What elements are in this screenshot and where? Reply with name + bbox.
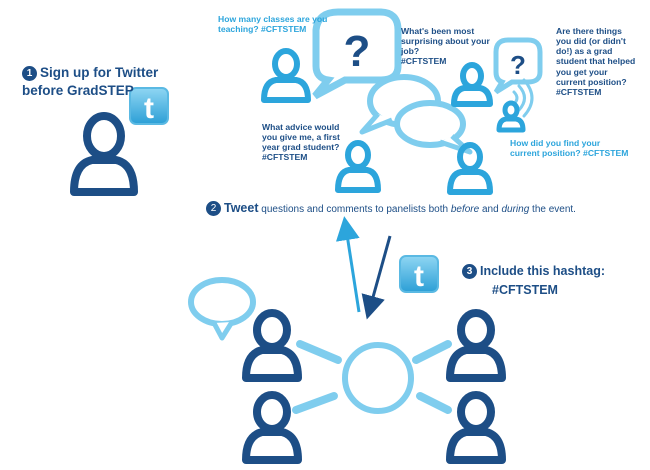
step-1-line1: Sign up for Twitter [40,65,159,80]
svg-text:t: t [144,92,154,125]
panelist-icon [242,309,302,382]
person-icon [447,142,493,195]
step-1-line2: before GradSTEP [22,83,134,99]
empty-speech-bubble-icon [394,100,473,155]
question-bubble-small-icon: ? [493,37,543,95]
hub-circle [342,342,414,414]
step-2-number: 2 [206,201,221,216]
hashtag: #CFTSTEM [492,282,558,297]
network-connectors [292,340,452,414]
empty-speech-bubble-icon [188,277,256,341]
person-icon [335,140,381,193]
question-grad-student: Are there things you did (or didn't do!)… [556,26,636,97]
panelist-icon [242,391,302,464]
svg-text:t: t [414,260,424,293]
twitter-logo-icon: t [129,87,169,125]
incoming-arrow [361,235,392,320]
svg-text:?: ? [510,50,526,80]
question-classes: How many classes are you teaching? #CFTS… [218,14,328,35]
outgoing-arrow [335,216,361,313]
question-bubble-icon: ? [312,8,402,100]
step-1-number: 1 [22,66,37,81]
step-3-number: 3 [462,264,477,279]
panelist-icon [446,391,506,464]
person-icon [451,62,493,107]
person-icon [496,100,526,133]
panelist-icon [446,309,506,382]
person-icon [70,112,138,196]
question-surprising: What's been most surprising about your j… [401,26,490,67]
twitter-logo-icon: t [399,255,439,293]
question-find-position: How did you find your current position? … [510,138,629,159]
person-icon [261,48,311,103]
question-advice: What advice would you give me, a first y… [262,122,340,163]
svg-text:?: ? [344,27,371,76]
